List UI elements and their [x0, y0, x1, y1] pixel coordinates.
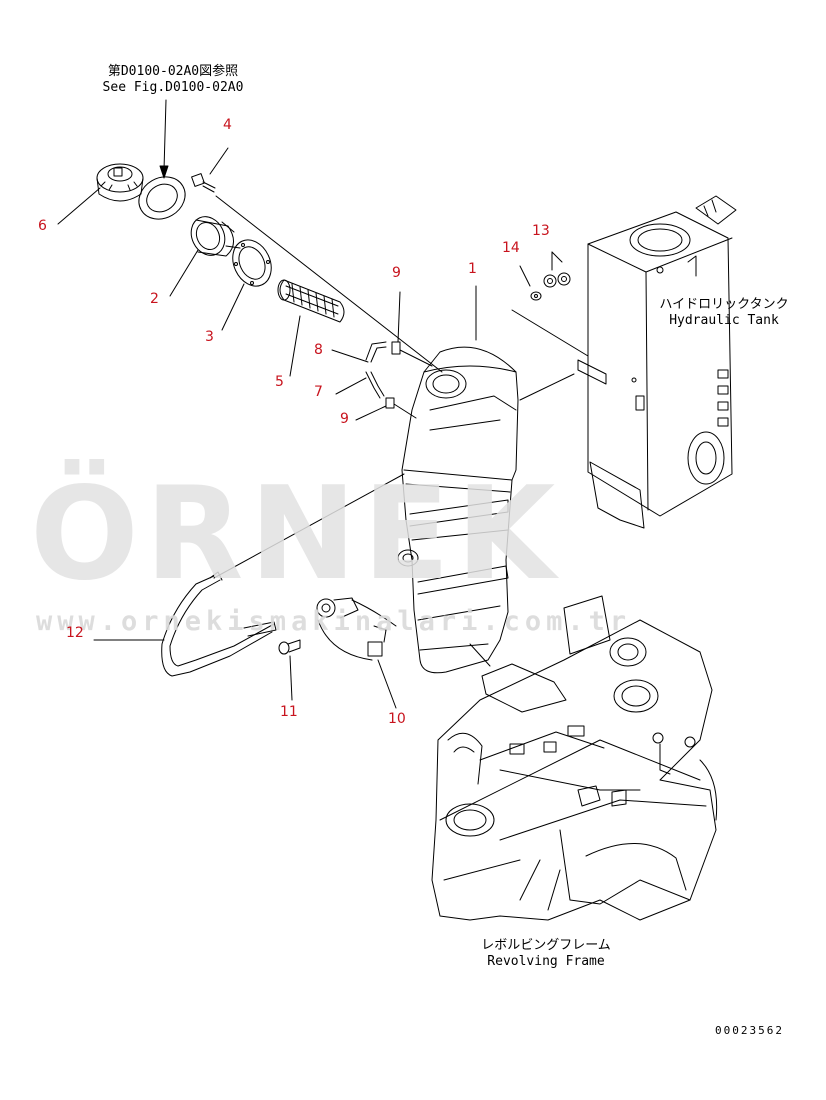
hydraulic-tank-label-en: Hydraulic Tank — [669, 313, 779, 328]
callout-1: 1 — [468, 261, 477, 277]
part-clamp-9-lower — [385, 397, 395, 409]
leader-lines — [57, 147, 563, 709]
part-hose-8 — [365, 341, 387, 363]
callout-2: 2 — [150, 291, 159, 307]
hydraulic-tank-label: ハイドロリックタンク Hydraulic Tank — [654, 297, 794, 329]
callout-4: 4 — [223, 117, 232, 133]
reference-note-en: See Fig.D0100-02A0 — [102, 80, 244, 95]
callout-9-upper: 9 — [392, 265, 401, 281]
callout-14: 14 — [502, 240, 520, 256]
callout-6: 6 — [38, 218, 47, 234]
callout-7: 7 — [314, 384, 323, 400]
hydraulic-tank-label-jp: ハイドロリックタンク — [659, 297, 789, 312]
part-bolt-4 — [191, 173, 216, 193]
part-filler-neck — [190, 216, 241, 257]
reference-note-jp: 第D0100-02A0図参照 — [107, 64, 239, 79]
part-fuel-tank — [397, 346, 519, 674]
callout-3: 3 — [205, 329, 214, 345]
assembly-line-filler — [215, 195, 443, 373]
watermark-url: www.ornekismakinalari.com.tr — [36, 606, 632, 637]
part-hose-7 — [365, 371, 385, 399]
part-strap — [161, 473, 405, 677]
part-strainer — [277, 279, 345, 323]
revolving-frame-label: レボルビングフレーム Revolving Frame — [466, 938, 626, 970]
part-gasket — [138, 176, 186, 220]
part-washer-14 — [530, 291, 542, 301]
document-number: 00023562 — [715, 1024, 784, 1037]
callout-11: 11 — [280, 704, 298, 720]
part-gasket-ring — [232, 239, 272, 287]
part-nut-13 — [543, 272, 571, 288]
callout-9-lower: 9 — [340, 411, 349, 427]
revolving-frame-label-jp: レボルビングフレーム — [481, 938, 611, 953]
part-cap — [96, 163, 144, 202]
part-sensor — [316, 597, 397, 661]
revolving-frame — [431, 595, 718, 921]
callout-12: 12 — [66, 625, 84, 641]
callout-10: 10 — [388, 711, 406, 727]
watermark-brand: ÖRNEK — [30, 460, 562, 609]
callout-8: 8 — [314, 342, 323, 358]
hydraulic-tank — [577, 195, 737, 529]
reference-note: 第D0100-02A0図参照 See Fig.D0100-02A0 — [88, 64, 258, 96]
part-bolt-11 — [278, 639, 301, 655]
revolving-frame-label-en: Revolving Frame — [487, 954, 605, 969]
reference-arrow — [159, 99, 169, 179]
callout-5: 5 — [275, 374, 284, 390]
part-clamp-9-upper — [391, 341, 401, 355]
callout-13: 13 — [532, 223, 550, 239]
